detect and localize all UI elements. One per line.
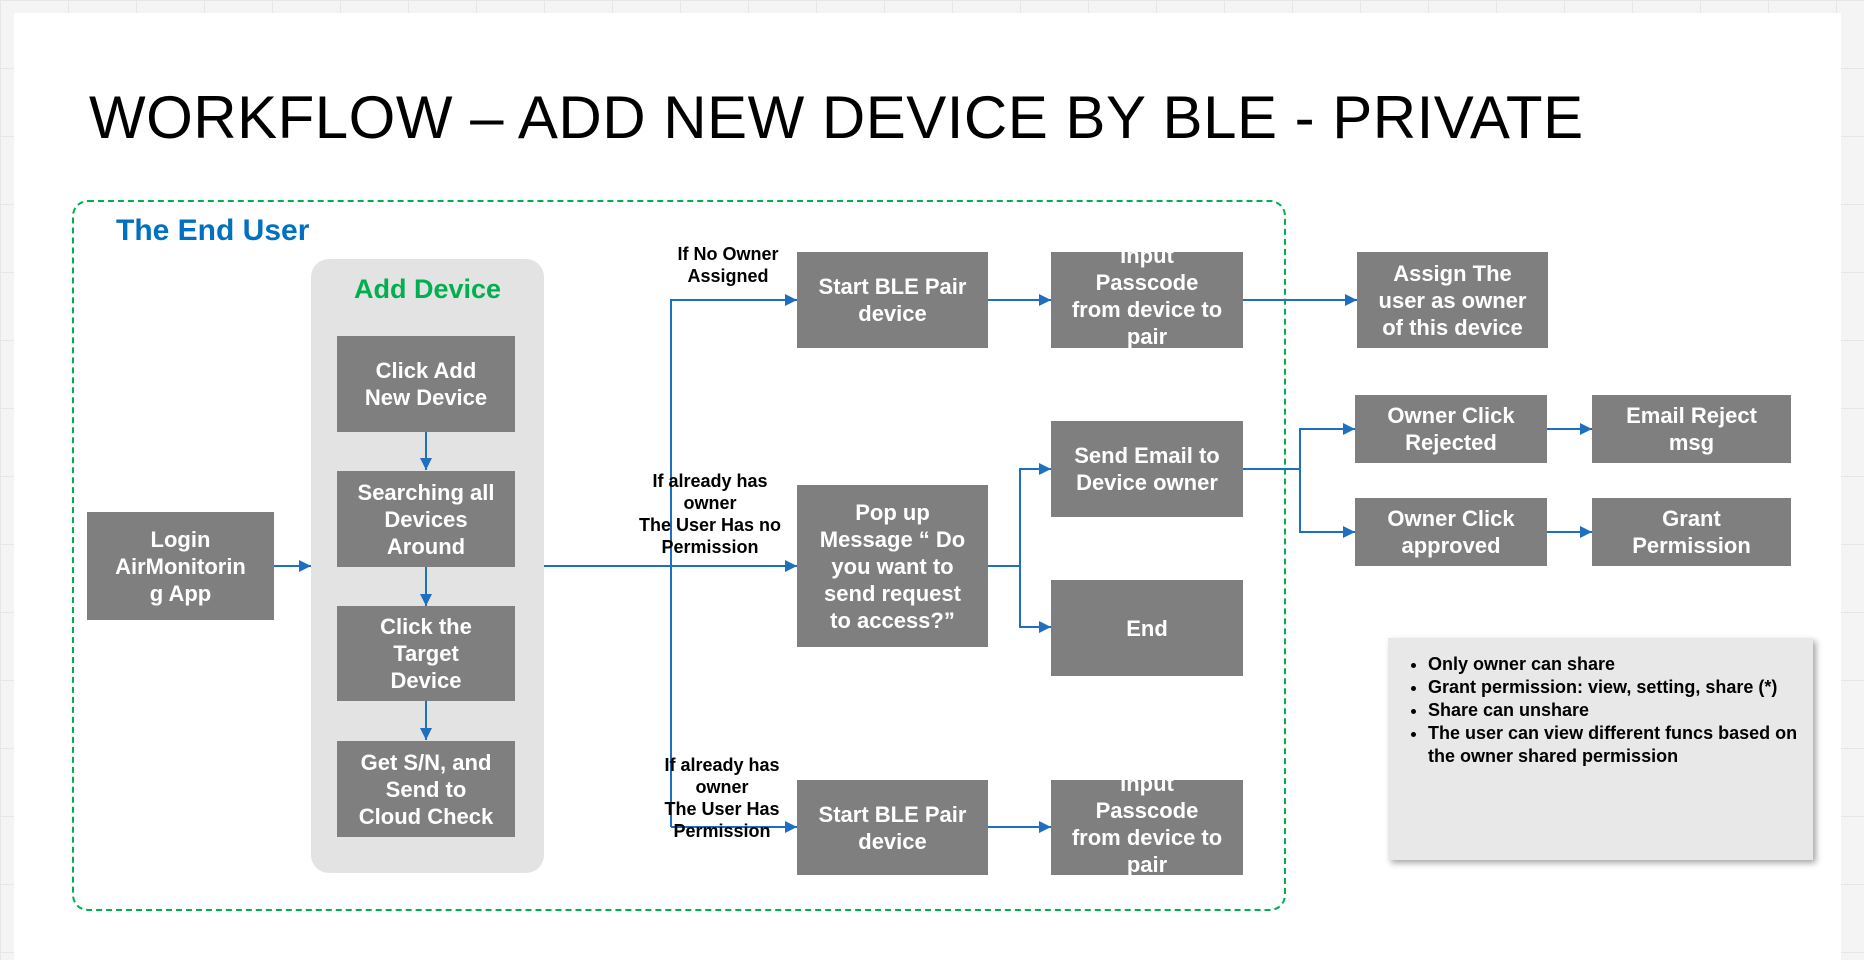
start-ble-pair-top-node: Start BLE Pair device	[797, 252, 988, 348]
end-user-title: The End User	[116, 214, 310, 247]
login-app-node: Login AirMonitorin g App	[87, 512, 274, 620]
add-device-title: Add Device	[353, 274, 502, 304]
input-passcode-bottom-text: Input Passcode from device to pair	[1071, 780, 1223, 875]
searching-devices-node: Searching all Devices Around	[337, 471, 515, 567]
note-item: Grant permission: view, setting, share (…	[1428, 676, 1799, 699]
edge-popup-to-email	[1019, 463, 1051, 566]
branch-label-has-permission: If already has owner The User Has Permis…	[664, 755, 780, 841]
edge-email-to-approved	[1299, 469, 1355, 538]
branch-label-no-owner: If No Owner Assigned	[677, 244, 779, 286]
note-item: The user can view different funcs based …	[1428, 722, 1799, 768]
note-item: Only owner can share	[1428, 653, 1799, 676]
assign-owner-node: Assign The user as owner of this device	[1357, 252, 1548, 348]
note-item: Share can unshare	[1428, 699, 1799, 722]
edge-email-to-rejected	[1299, 423, 1355, 469]
popup-message-node: Pop up Message “ Do you want to send req…	[797, 485, 988, 647]
edge-popup-to-end	[1019, 566, 1051, 633]
edge-branch-top	[670, 294, 797, 827]
owner-rejected-node: Owner Click Rejected	[1355, 395, 1547, 463]
send-email-node: Send Email to Device owner	[1051, 421, 1243, 517]
get-sn-node: Get S/N, and Send to Cloud Check	[337, 741, 515, 837]
notes-list: Only owner can share Grant permission: v…	[1388, 653, 1799, 768]
owner-approved-node: Owner Click approved	[1355, 498, 1547, 566]
end-user-frame	[72, 200, 1286, 911]
notes-box: Only owner can share Grant permission: v…	[1388, 638, 1813, 860]
grant-permission-node: Grant Permission	[1592, 498, 1791, 566]
input-passcode-top-node: Input Passcode from device to pair	[1051, 252, 1243, 348]
branch-label-no-permission: If already has owner The User Has no Per…	[638, 471, 782, 557]
page-title: WORKFLOW – ADD NEW DEVICE BY BLE - PRIVA…	[89, 84, 1584, 151]
click-add-device-node: Click Add New Device	[337, 336, 515, 432]
input-passcode-top-text: Input Passcode from device to pair	[1071, 252, 1223, 348]
end-node: End	[1051, 580, 1243, 676]
email-reject-node: Email Reject msg	[1592, 395, 1791, 463]
click-target-device-node: Click the Target Device	[337, 606, 515, 701]
start-ble-pair-bottom-node: Start BLE Pair device	[797, 780, 988, 875]
input-passcode-bottom-node: Input Passcode from device to pair	[1051, 780, 1243, 875]
